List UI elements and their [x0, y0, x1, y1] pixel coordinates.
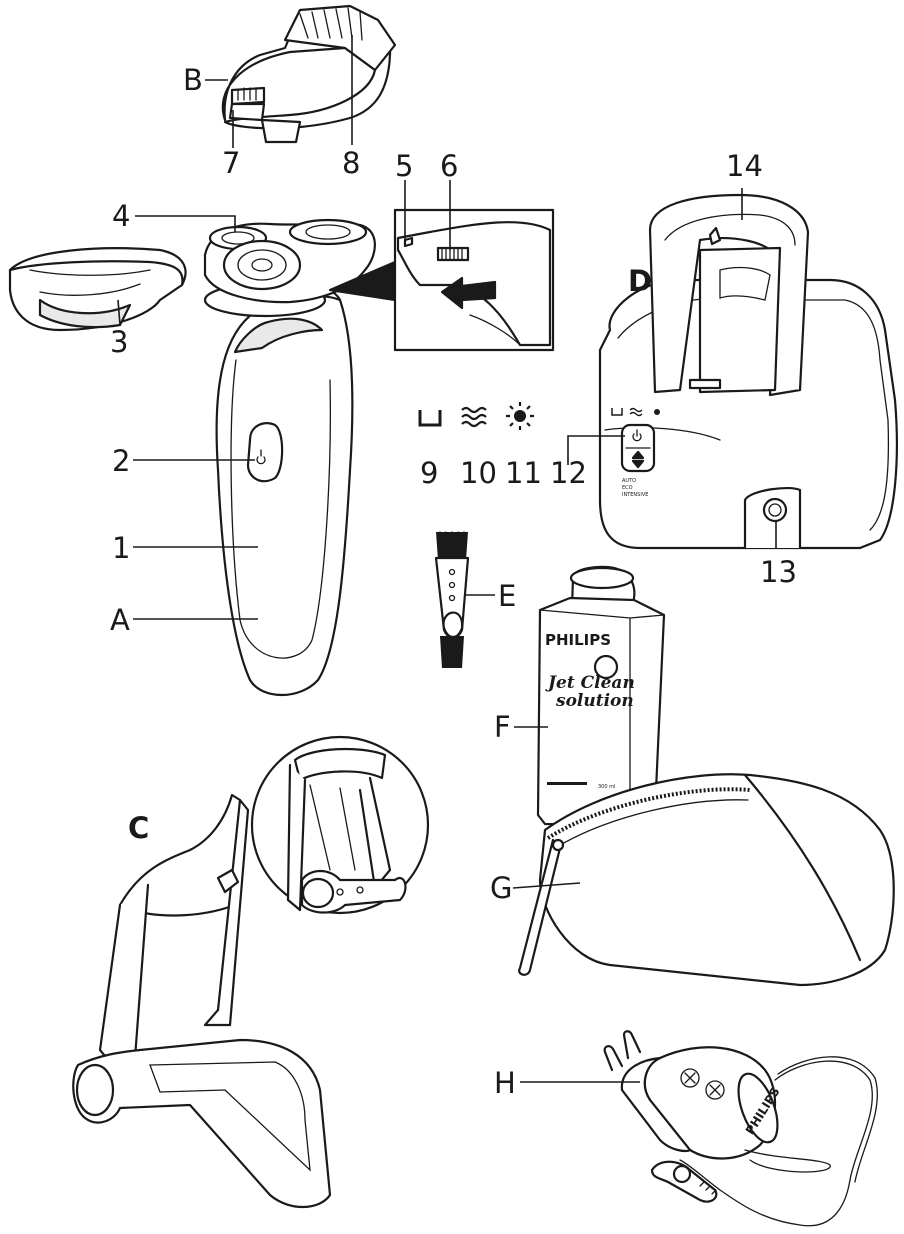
trimmer-detail-inset [328, 208, 555, 352]
sun-icon [506, 402, 534, 430]
jet-clean-bottle: PHILIPS Jet Clean solution 300 ml [536, 565, 666, 827]
callout-E: E [498, 579, 516, 613]
bottle-line-1: Jet Clean [545, 673, 635, 693]
bottle-brand: PHILIPS [545, 631, 611, 649]
bottle-line-2: solution [555, 691, 634, 711]
power-adapter: PHILIPS [603, 1030, 878, 1227]
charging-stand [72, 735, 430, 1209]
bottle-volume: 300 ml [598, 784, 615, 790]
callout-11: 11 [505, 456, 542, 490]
callout-G: G [490, 871, 512, 905]
protection-cap [8, 247, 187, 332]
svg-text:INTENSIVE: INTENSIVE [622, 492, 648, 498]
waves-icon [461, 406, 487, 428]
callout-B: B [183, 63, 203, 97]
callout-3: 3 [110, 325, 128, 359]
callout-10: 10 [460, 456, 497, 490]
callout-4: 4 [112, 199, 130, 233]
callout-1: 1 [112, 531, 130, 565]
callout-D: D [628, 264, 652, 298]
callout-14: 14 [726, 149, 763, 183]
cartridge-icon [418, 410, 442, 427]
cleaning-unit: AUTO ECO INTENSIVE [598, 193, 898, 550]
callout-C: C [128, 811, 149, 845]
cleaning-brush [434, 531, 470, 668]
callout-12: 12 [550, 456, 587, 490]
callout-6: 6 [440, 149, 458, 183]
callout-13: 13 [760, 555, 797, 589]
travel-pouch [518, 773, 895, 987]
callout-8: 8 [342, 146, 360, 180]
callout-5: 5 [395, 149, 413, 183]
callout-H: H [494, 1066, 516, 1100]
trimmer-attachment [221, 4, 397, 144]
leader-lines [117, 35, 777, 1083]
callout-F: F [494, 710, 511, 744]
callout-A: A [110, 603, 130, 637]
svg-text:ECO: ECO [622, 485, 633, 491]
callout-7: 7 [222, 146, 240, 180]
svg-text:AUTO: AUTO [622, 478, 636, 484]
shaver-handle [215, 285, 354, 697]
callout-2: 2 [112, 444, 130, 478]
shaving-head [203, 218, 376, 318]
callout-9: 9 [420, 456, 438, 490]
